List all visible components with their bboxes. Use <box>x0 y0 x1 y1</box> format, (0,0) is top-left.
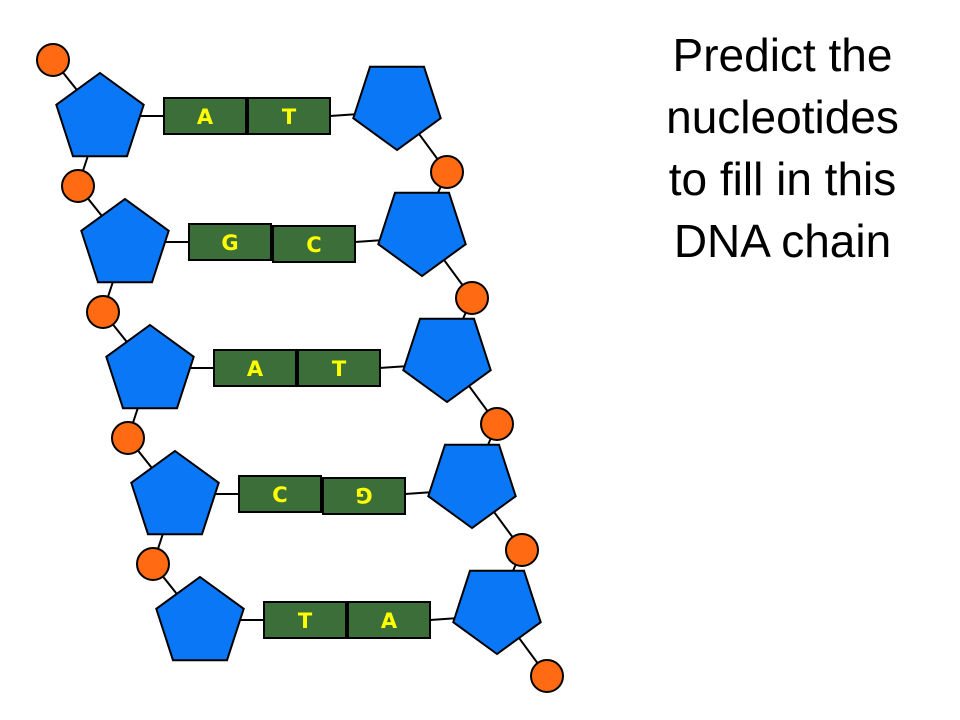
base-pairs-layer: A T G C A T C G T A <box>55 65 542 662</box>
base-right <box>272 225 356 263</box>
base-right <box>322 477 406 515</box>
base-letter-right: C <box>306 233 321 257</box>
base-left <box>238 475 322 513</box>
base-left <box>263 601 347 639</box>
title-line-2: nucleotides <box>666 91 899 143</box>
base-letter-right: T <box>282 105 297 129</box>
base-left <box>213 349 297 387</box>
base-right <box>247 97 331 135</box>
base-letter-right: A <box>381 609 398 633</box>
base-right <box>347 601 431 639</box>
sugar-pentagon-left <box>155 575 245 662</box>
base-left <box>163 97 247 135</box>
base-letter-left: A <box>197 105 214 129</box>
phosphate-circle-left <box>61 169 95 203</box>
phosphate-circle-right <box>430 155 464 189</box>
phosphate-layer <box>36 43 564 693</box>
sugar-pentagon-right <box>402 317 492 404</box>
phosphate-circle-right <box>480 407 514 441</box>
title-line-1: Predict the <box>672 29 893 81</box>
phosphate-circle-right <box>530 659 564 693</box>
phosphate-circle-right <box>455 281 489 315</box>
sugar-pentagon-right <box>352 65 442 152</box>
sugar-pentagon-right <box>452 569 542 656</box>
sugar-pentagon-left <box>105 323 195 410</box>
base-letter-right: T <box>332 357 347 381</box>
phosphate-circle-left <box>86 295 120 329</box>
base-letter-left: T <box>298 609 313 633</box>
phosphate-circle-left <box>111 421 145 455</box>
base-right <box>297 349 381 387</box>
title-line-3: to fill in this <box>668 153 897 205</box>
phosphate-circle-left <box>136 547 170 581</box>
phosphate-circle-right <box>505 533 539 567</box>
base-left <box>188 223 272 261</box>
base-letter-left: G <box>221 231 238 255</box>
base-letter-left: A <box>247 357 264 381</box>
sugar-pentagon-left <box>130 449 220 536</box>
sugar-pentagon-right <box>427 443 517 530</box>
slide-title: Predict the nucleotides to fill in this … <box>610 24 955 272</box>
base-letter-right: G <box>355 483 372 507</box>
sugar-pentagon-left <box>80 197 170 284</box>
sugar-pentagon-left <box>55 71 145 158</box>
sugar-pentagon-right <box>377 191 467 278</box>
phosphate-circle-left <box>36 43 70 77</box>
base-letter-left: C <box>272 483 287 507</box>
title-line-4: DNA chain <box>673 215 892 267</box>
